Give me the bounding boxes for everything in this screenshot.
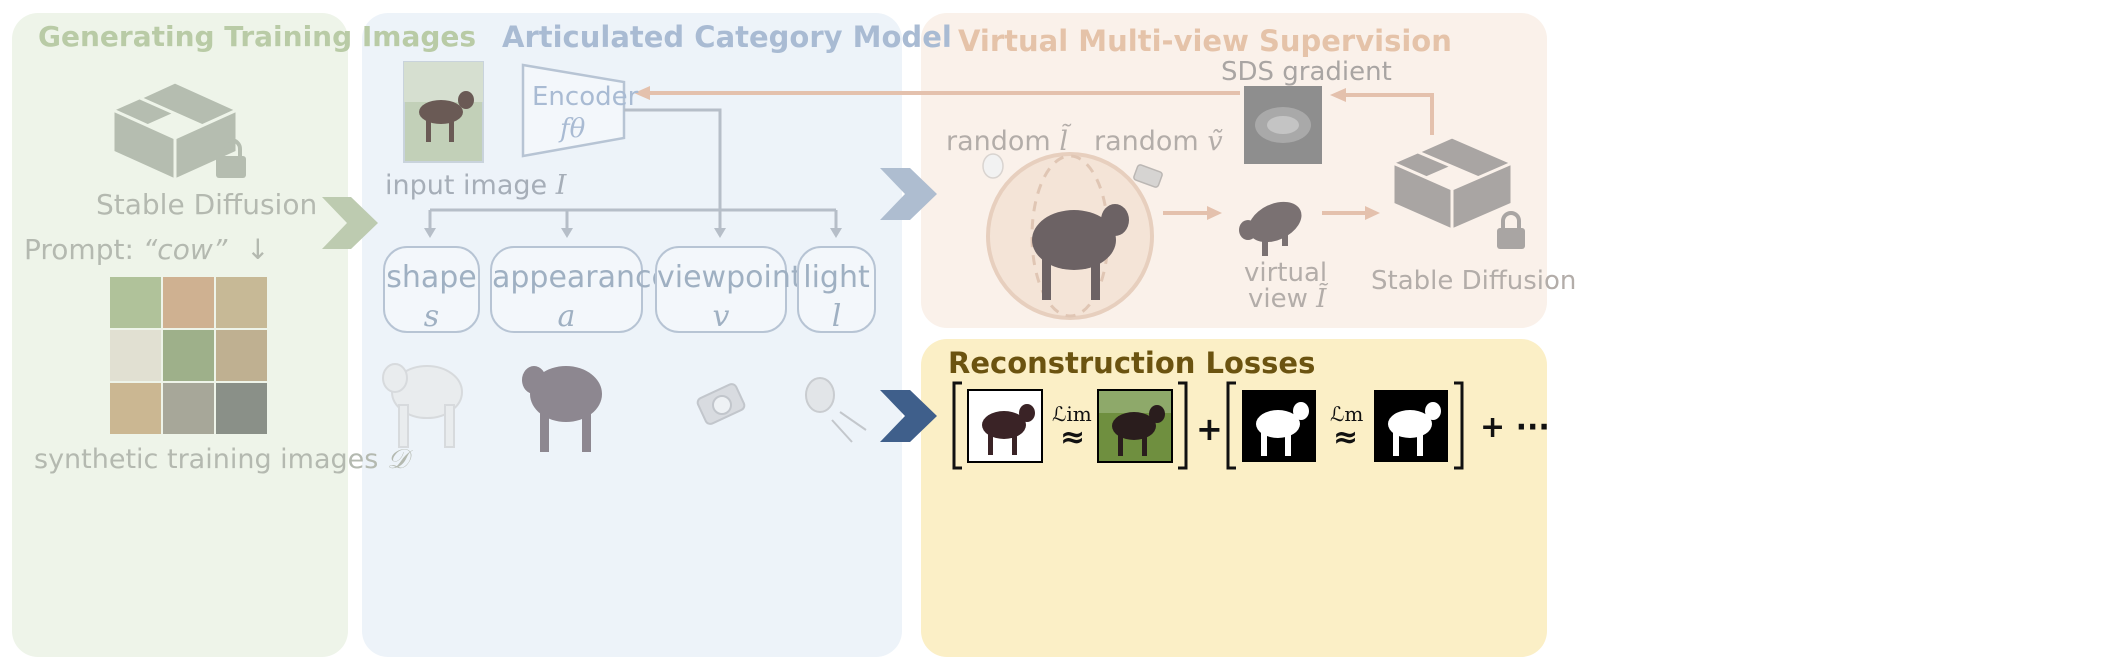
grid-tile xyxy=(163,383,214,434)
rendered-mask-thumb xyxy=(1242,390,1316,462)
image-loss-approx: ≈ xyxy=(1060,420,1086,455)
articulated-title: Articulated Category Model xyxy=(502,20,952,54)
encoder-symbol: fθ xyxy=(560,114,586,144)
appearance-factor-label: appearance xyxy=(492,260,670,295)
random-view-label: random xyxy=(1094,126,1199,157)
viewpoint-factor-label: viewpoint xyxy=(657,260,803,295)
light-factor-symbol: l xyxy=(831,299,842,334)
lock-icon xyxy=(216,138,246,178)
prompt-value: “cow” xyxy=(142,233,228,266)
reconstruction-title: Reconstruction Losses xyxy=(948,346,1316,380)
virtual-view-line2: view Ĩ xyxy=(1248,284,1326,314)
camera-icon xyxy=(696,383,746,425)
grid-tile xyxy=(163,277,214,328)
reconstruction-brackets xyxy=(952,381,1464,470)
dataset-symbol: 𝒟 xyxy=(386,444,409,475)
viewpoint-factor-symbol: v xyxy=(712,299,730,334)
virtual-view-line1: virtual xyxy=(1244,258,1328,288)
random-light-caption: random l̃ xyxy=(946,126,1068,157)
generating-title: Generating Training Images xyxy=(38,20,477,53)
green-flow-arrow xyxy=(322,197,378,249)
random-camera-icon xyxy=(1133,164,1163,188)
view-to-sd-arrowhead xyxy=(1365,206,1380,220)
shape-factor-label: shape xyxy=(386,260,477,295)
sd-label-left: Stable Diffusion xyxy=(96,188,318,221)
random-light-symbol: l̃ xyxy=(1059,126,1068,157)
stable-diffusion-box-icon xyxy=(108,80,241,183)
down-arrow-icon: ↓ xyxy=(246,233,270,266)
encoder-connectors xyxy=(428,108,838,230)
virtual-view-cow xyxy=(1239,201,1302,256)
grid-tile xyxy=(216,383,267,434)
orbit-to-view-arrowhead xyxy=(1207,206,1222,220)
random-view-caption: random ṽ xyxy=(1094,126,1223,157)
sd-label-right: Stable Diffusion xyxy=(1371,266,1577,296)
random-light-bulb-icon xyxy=(982,153,1004,179)
input-image-caption: input image I xyxy=(385,170,566,201)
blue-arrow-reconstruction xyxy=(880,390,937,442)
encoder-shape xyxy=(521,63,626,158)
grid-tile xyxy=(110,383,161,434)
virtual-view-symbol: Ĩ xyxy=(1316,284,1327,314)
shape-factor-box: shape s xyxy=(383,246,480,334)
input-cow-image xyxy=(403,61,484,163)
prompt-row: Prompt: “cow” ↓ xyxy=(24,233,270,266)
lock-icon-right xyxy=(1497,211,1525,249)
light-factor-box: light l xyxy=(797,246,876,334)
sds-to-encoder-arrowhead xyxy=(634,86,650,100)
sds-gradient-label: SDS gradient xyxy=(1221,57,1392,87)
virtual-title: Virtual Multi-view Supervision xyxy=(958,24,1452,58)
mask-loss-approx: ≈ xyxy=(1333,420,1359,455)
grid-tile xyxy=(216,277,267,328)
grid-tile xyxy=(110,330,161,381)
random-view-symbol: ṽ xyxy=(1207,126,1223,157)
light-factor-label: light xyxy=(803,260,870,295)
grid-tile xyxy=(216,330,267,381)
grid-tile xyxy=(163,330,214,381)
input-image-symbol: I xyxy=(555,170,567,201)
orbit-cow-render xyxy=(986,152,1154,320)
light-bulb-icon xyxy=(805,377,867,443)
sds-gradient-image xyxy=(1244,86,1322,164)
viewpoint-factor-box: viewpoint v xyxy=(655,246,803,334)
appearance-render xyxy=(522,366,602,452)
more-losses-ellipsis: + ··· xyxy=(1480,410,1550,445)
appearance-factor-box: appearance a xyxy=(490,246,670,334)
synthetic-images-grid xyxy=(110,277,267,434)
blue-arrow-virtual xyxy=(880,168,937,220)
appearance-factor-symbol: a xyxy=(557,299,576,334)
sd-to-sds-arrowhead xyxy=(1330,88,1346,102)
input-image-label: input image xyxy=(385,170,548,201)
mask-loss-symbol: ℒm xyxy=(1330,402,1364,426)
synthetic-images-label: synthetic training images xyxy=(34,444,379,475)
random-light-label: random xyxy=(946,126,1051,157)
shape-factor-symbol: s xyxy=(423,299,440,334)
grid-tile xyxy=(110,277,161,328)
synthetic-images-caption: synthetic training images 𝒟 xyxy=(34,444,408,476)
virtual-view-label: view xyxy=(1248,284,1308,314)
rendered-image-thumb xyxy=(967,389,1043,463)
shape-render xyxy=(382,363,463,448)
target-mask-thumb xyxy=(1374,390,1448,462)
encoder-label: Encoder xyxy=(532,82,639,112)
input-photo-thumb xyxy=(1097,389,1173,463)
prompt-label: Prompt: xyxy=(24,233,134,266)
stable-diffusion-box-icon-right xyxy=(1388,135,1516,233)
plus-sign: + xyxy=(1196,410,1223,448)
image-loss-symbol: ℒim xyxy=(1052,402,1092,426)
